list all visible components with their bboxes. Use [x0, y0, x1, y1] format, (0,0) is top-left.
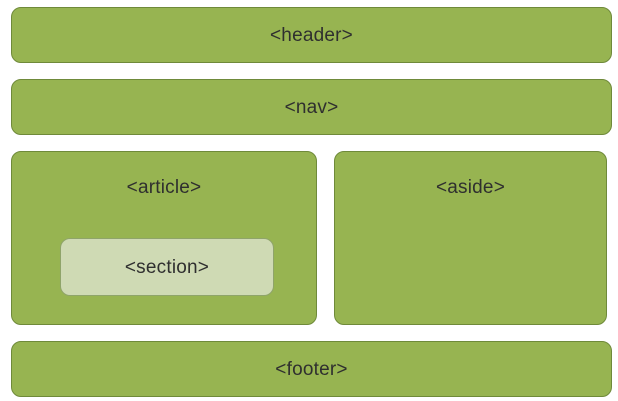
- article-label: <article>: [126, 177, 202, 198]
- header-block: <header>: [11, 7, 612, 63]
- footer-block: <footer>: [11, 341, 612, 397]
- header-label: <header>: [270, 24, 353, 46]
- nav-label: <nav>: [284, 96, 339, 118]
- nav-block: <nav>: [11, 79, 612, 135]
- section-block: <section>: [60, 238, 274, 296]
- aside-label: <aside>: [435, 177, 505, 198]
- section-label: <section>: [124, 256, 210, 278]
- aside-block: <aside>: [334, 151, 607, 325]
- footer-label: <footer>: [275, 358, 348, 380]
